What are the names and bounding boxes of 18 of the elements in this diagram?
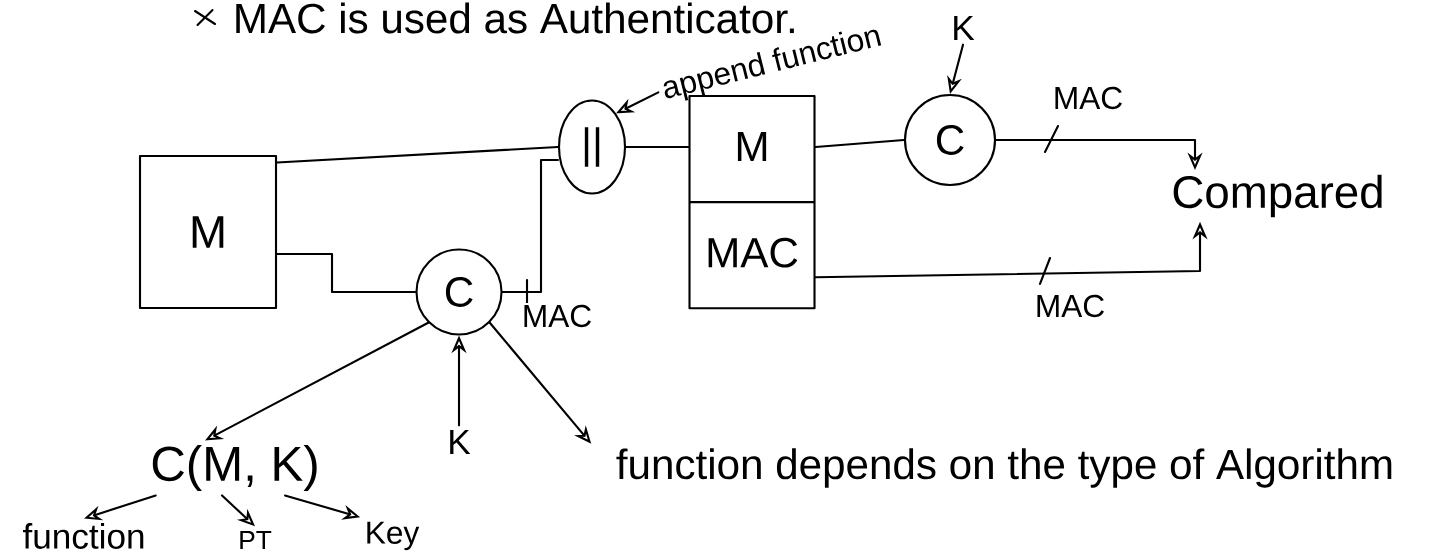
connector-line [814,138,905,149]
connector-line [501,158,559,294]
note-text: PT [240,530,272,550]
note-text: C(M, K) [152,445,317,491]
connector-line [276,145,559,164]
note-text: function [22,523,144,549]
connector-line [276,252,417,294]
note-text: K [954,15,975,41]
edge-label: MAC [520,303,594,329]
note-text: Compared [1173,174,1382,218]
note-text: K [450,429,471,455]
note-text: Key [367,521,420,551]
edge-label: MAC [1051,85,1125,111]
message-box: M MAC [688,95,816,310]
edge-label: MAC [1033,293,1107,319]
connector-line [625,145,690,149]
process-box: M [138,154,278,310]
note-text: function depends on the type of Algorithm [616,448,1392,488]
